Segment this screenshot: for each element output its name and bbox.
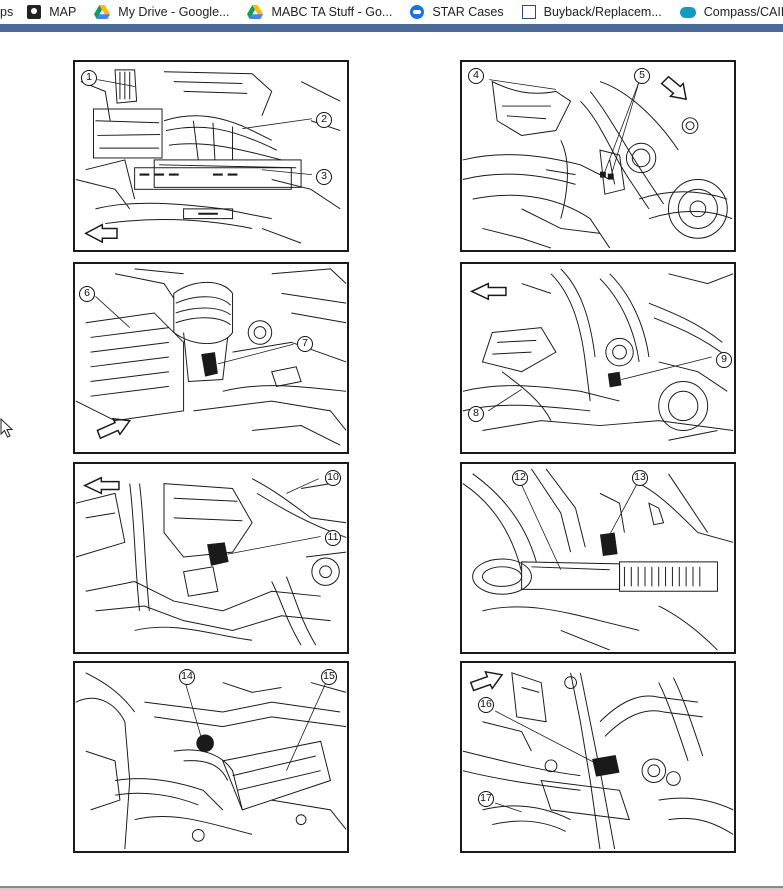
bookmark-label: MABC TA Stuff - Go... xyxy=(271,5,393,19)
callout-17: 17 xyxy=(478,791,494,807)
salesforce-cloud-icon xyxy=(679,6,696,18)
callout-2: 2 xyxy=(316,112,332,128)
callout-14: 14 xyxy=(179,669,195,685)
fda-icon xyxy=(521,5,536,19)
diagram-panel-3: 6 7 xyxy=(73,262,349,454)
callout-16: 16 xyxy=(478,697,494,713)
bottom-divider xyxy=(0,886,783,888)
engine-bay-line-art xyxy=(462,75,733,249)
bottom-divider-shadow xyxy=(0,888,783,890)
diagram-panel-7: 14 15 xyxy=(73,661,349,853)
diagram-panel-2: 4 5 xyxy=(460,60,736,252)
callout-12: 12 xyxy=(512,470,528,486)
bookmark-my-drive[interactable]: My Drive - Google... xyxy=(94,1,247,23)
callout-7: 7 xyxy=(297,336,313,352)
diagram-panel-5: 10 11 xyxy=(73,462,349,654)
engine-bay-line-art xyxy=(462,468,734,651)
bookmark-buyback[interactable]: Buyback/Replacem... xyxy=(521,1,680,23)
bookmark-truncated[interactable]: ps xyxy=(0,1,27,23)
bookmark-label: Compass/CAIRs xyxy=(703,5,783,19)
callout-8: 8 xyxy=(468,406,484,422)
engine-bay-line-art xyxy=(75,476,347,646)
google-drive-icon xyxy=(94,5,111,19)
callout-10: 10 xyxy=(325,470,341,486)
bookmark-star-cases[interactable]: STAR Cases xyxy=(410,1,521,23)
bookmark-label: Buyback/Replacem... xyxy=(543,5,662,19)
bookmark-mabc-ta-stuff[interactable]: MABC TA Stuff - Go... xyxy=(247,1,410,23)
bookmark-map[interactable]: MAP xyxy=(27,1,94,23)
diagram-panel-8: 16 17 xyxy=(460,661,736,853)
callout-11: 11 xyxy=(325,530,341,546)
callout-6: 6 xyxy=(79,286,95,302)
diagram-panel-6: 12 13 xyxy=(460,462,736,654)
bookmark-label: MAP xyxy=(49,5,77,19)
bookmark-compass-cairs[interactable]: Compass/CAIRs xyxy=(679,1,783,23)
star-cases-icon xyxy=(410,5,425,19)
callout-4: 4 xyxy=(468,68,484,84)
engine-bay-line-art xyxy=(462,268,734,441)
callout-9: 9 xyxy=(716,352,732,368)
callout-1: 1 xyxy=(81,70,97,86)
map-icon xyxy=(27,5,42,19)
engine-bay-line-art xyxy=(75,268,347,446)
bookmark-label: STAR Cases xyxy=(432,5,504,19)
engine-bay-line-art xyxy=(75,672,347,850)
mouse-cursor-icon xyxy=(0,418,14,438)
bookmark-label: My Drive - Google... xyxy=(118,5,230,19)
toolbar-divider xyxy=(0,24,783,32)
diagram-panel-1: 1 2 3 xyxy=(73,60,349,252)
engine-bay-line-art xyxy=(462,670,734,850)
engine-bay-line-art xyxy=(75,69,341,244)
callout-3: 3 xyxy=(316,169,332,185)
bookmark-label: ps xyxy=(0,5,14,19)
bookmarks-bar: ps MAP My Drive - Google... MABC TA Stuf… xyxy=(0,0,783,24)
google-drive-icon xyxy=(247,5,264,19)
callout-15: 15 xyxy=(321,669,337,685)
callout-5: 5 xyxy=(634,68,650,84)
diagram-panel-4: 9 8 xyxy=(460,262,736,454)
callout-13: 13 xyxy=(632,470,648,486)
